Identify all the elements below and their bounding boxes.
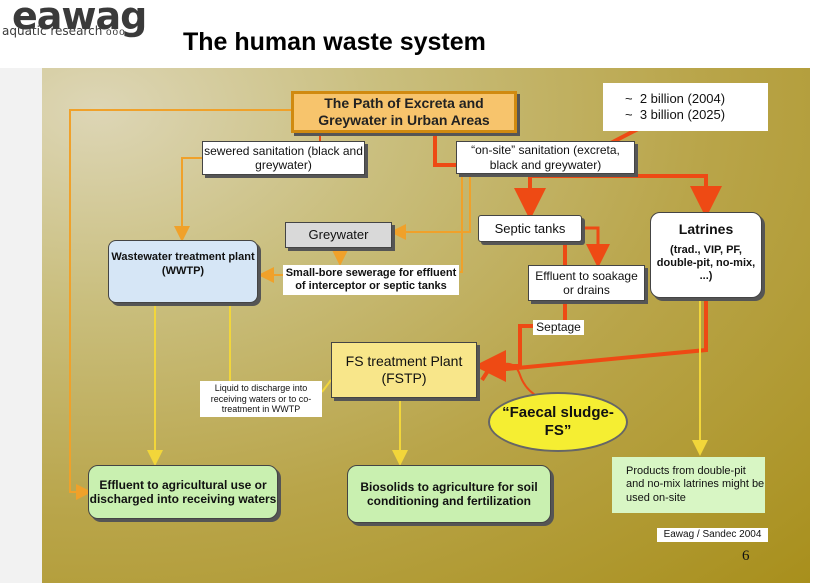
onsite-sanitation-box: “on-site” sanitation (excreta, black and… — [456, 141, 635, 174]
faecal-sludge-ellipse: “Faecal sludge-FS” — [488, 392, 628, 452]
effluent-soakage-box: Effluent to soakage or drains — [528, 265, 645, 301]
latrines-box: Latrines (trad., VIP, PF, double-pit, no… — [650, 212, 762, 298]
septic-tanks-box: Septic tanks — [478, 215, 582, 242]
logo-circles: ooo — [106, 27, 126, 38]
latrines-title: Latrines — [678, 221, 734, 237]
credit-label: Eawag / Sandec 2004 — [657, 528, 768, 542]
path-of-excreta-box: The Path of Excreta and Greywater in Urb… — [291, 91, 517, 133]
onsite-to-greywater-line — [390, 174, 471, 240]
left-margin-strip — [0, 68, 42, 583]
latrines-to-fstp-line — [495, 298, 708, 372]
header-bar — [0, 0, 825, 68]
liquid-discharge-box: Liquid to discharge into receiving water… — [200, 381, 322, 417]
greywater-box: Greywater — [285, 222, 392, 248]
wwtp-box: Wastewater treatment plant (WWTP) — [108, 240, 258, 303]
septic-fork-line — [480, 358, 497, 382]
septic-to-fstp-line — [474, 242, 567, 382]
latrines-detail: (trad., VIP, PF, double-pit, no-mix, ...… — [656, 243, 756, 283]
onsite-to-smallbore-line — [460, 174, 463, 273]
sewered-sanitation-box: sewered sanitation (black and greywater) — [202, 141, 365, 175]
eawag-logo: eawag — [12, 0, 147, 38]
path-to-onsite-line — [433, 133, 456, 167]
septage-label: Septage — [533, 320, 584, 335]
onsite-to-latrines-line — [530, 174, 722, 218]
products-box: Products from double-pit and no-mix latr… — [612, 457, 765, 513]
effluent-agriculture-box: Effluent to agricultural use or discharg… — [88, 465, 278, 519]
faecal-sludge-curve — [499, 362, 541, 399]
fs-treatment-plant-box: FS treatment Plant (FSTP) — [331, 342, 477, 398]
slide-title: The human waste system — [183, 28, 486, 56]
sewered-to-wwtp-line — [174, 157, 202, 242]
outer-left-line — [69, 109, 291, 500]
biosolids-box: Biosolids to agriculture for soil condit… — [347, 465, 551, 523]
small-bore-sewerage-box: Small-bore sewerage for effluent of inte… — [283, 265, 459, 295]
fstp-to-liquid-line — [321, 379, 332, 393]
logo-subtitle: aquatic research — [2, 24, 103, 38]
page-number: 6 — [742, 548, 750, 564]
population-estimate-box: ~ 2 billion (2004) ~ 3 billion (2025) — [603, 83, 768, 131]
septic-to-soakage-arrow — [582, 226, 610, 268]
